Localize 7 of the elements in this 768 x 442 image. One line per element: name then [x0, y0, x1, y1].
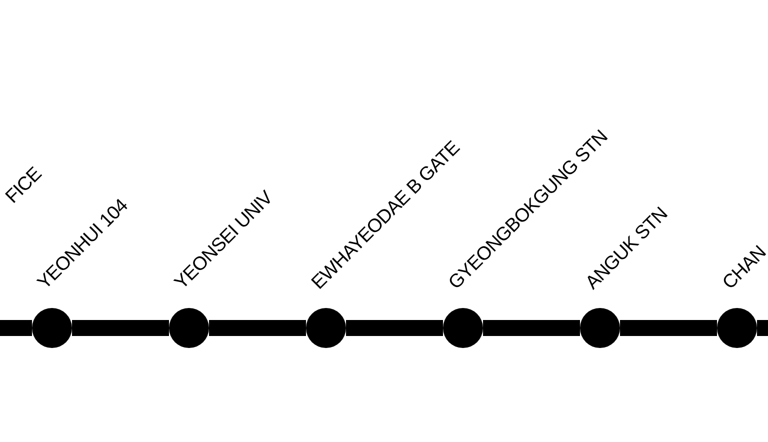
route-line — [209, 320, 306, 336]
route-line — [0, 320, 32, 336]
route-line — [483, 320, 580, 336]
route-line — [620, 320, 717, 336]
route-line — [72, 320, 169, 336]
route-line — [757, 320, 768, 336]
route-line — [346, 320, 443, 336]
